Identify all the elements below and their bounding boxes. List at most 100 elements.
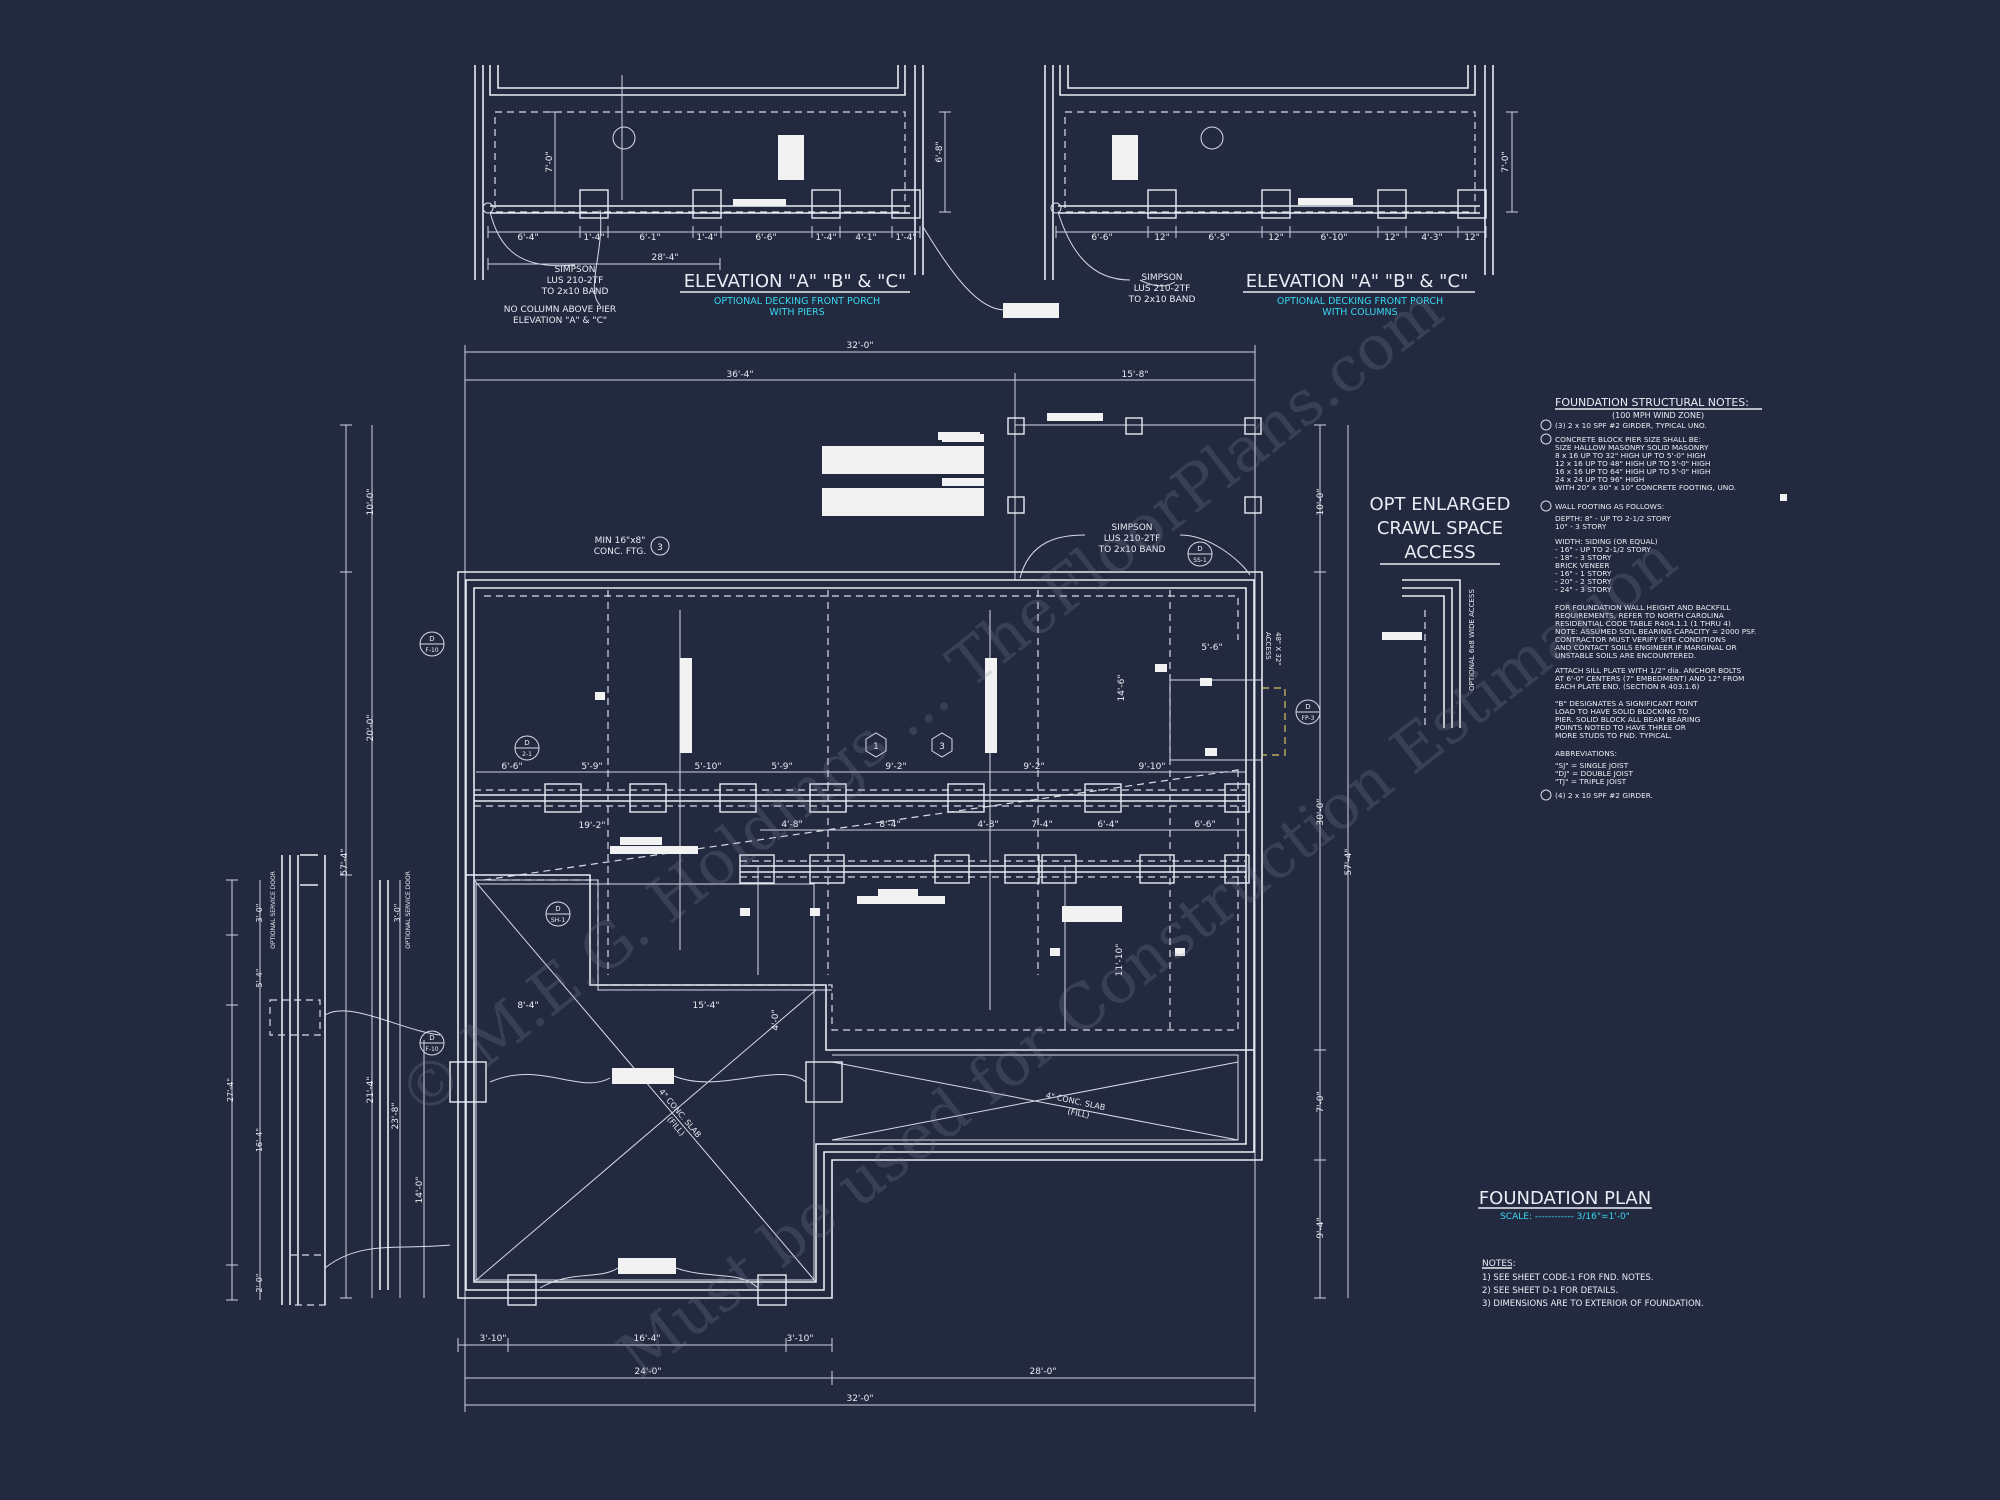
dim-bottom: 3'-10" xyxy=(479,1334,506,1344)
sd-label: OPTIONAL SERVICE DOOR xyxy=(405,871,412,949)
dim-left: 10'-0" xyxy=(366,488,376,515)
dim-right: 7'-0" xyxy=(1316,1091,1326,1112)
elev-left-dim: 1'-4" xyxy=(815,233,836,243)
beam-1-dim: 5'-9" xyxy=(771,762,792,772)
dim-misc: 4'-0" xyxy=(771,1009,781,1030)
tag: D xyxy=(555,905,560,913)
dim-misc: 14'-6" xyxy=(1117,674,1127,701)
note-line: WALL FOOTING AS FOLLOWS: xyxy=(1555,502,1664,511)
note-line: "TJ" = TRIPLE JOIST xyxy=(1555,777,1627,786)
service-door-detail: 3'-0" 5'-4" 27'-4" 16'-4" 2'-0" 3'-0" OP… xyxy=(226,854,451,1306)
note-line: SIZE HALLOW MASONRY SOLID MASONRY xyxy=(1555,443,1709,452)
elev-left-dim: 6'-4" xyxy=(517,233,538,243)
beam-2-dim: 4'-8" xyxy=(781,820,802,830)
note-line: 8 x 16 UP TO 32" HIGH UP TO 5'-0" HIGH xyxy=(1555,451,1706,460)
bottom-notes-title: NOTES: xyxy=(1482,1259,1516,1269)
tag: SH-1 xyxy=(551,917,565,924)
dim-left: 23'-8" xyxy=(391,1102,401,1129)
elev-left-dim: 6'-6" xyxy=(755,233,776,243)
note-line: LOAD TO HAVE SOLID BLOCKING TO xyxy=(1555,707,1688,716)
dim-top-right: 15'-8" xyxy=(1121,370,1148,380)
crawl-title: ACCESS xyxy=(1404,542,1475,563)
footing-label: MIN 16"x8" xyxy=(595,536,646,546)
note-line: MORE STUDS TO FND. TYPICAL. xyxy=(1555,731,1672,740)
simpson-label: LUS 210-2TF xyxy=(1104,534,1161,544)
elev-right-dim: 12" xyxy=(1464,233,1480,243)
note-line: RESIDENTIAL CODE TABLE R404.1.1 (1 THRU … xyxy=(1555,619,1731,628)
dim-bottom: 28'-0" xyxy=(1029,1367,1056,1377)
elev-left-note: ELEVATION "A" & "C" xyxy=(513,316,607,326)
note-line: - 16" - 1 STORY xyxy=(1555,569,1612,578)
elev-left-note: NO COLUMN ABOVE PIER xyxy=(504,305,616,315)
note-line: (3) 2 x 10 SPF #2 GIRDER, TYPICAL UNO. xyxy=(1555,421,1707,430)
simpson-label: SIMPSON xyxy=(1111,523,1152,533)
note-line: AT 6'-0" CENTERS (7" EMBEDMENT) AND 12" … xyxy=(1555,674,1744,683)
elev-left-title: ELEVATION "A" "B" & "C" xyxy=(684,271,907,292)
elev-right-subtitle: OPTIONAL DECKING FRONT PORCH xyxy=(1277,296,1443,307)
crawl-access-size: 48" X 32" xyxy=(1274,632,1282,666)
note-line: WIDTH: SIDING (OR EQUAL) xyxy=(1555,537,1658,546)
elev-right-dim: 6'-6" xyxy=(1091,233,1112,243)
dim-left: 14'-0" xyxy=(415,1176,425,1203)
note-line: - 16" - UP TO 2-1/2 STORY xyxy=(1555,545,1651,554)
sd-dim: 2'-0" xyxy=(255,1274,264,1293)
elev-left-subtitle: OPTIONAL DECKING FRONT PORCH xyxy=(714,296,880,307)
dim-misc: 8'-4" xyxy=(517,1001,538,1011)
elev-right-dim: 6'-5" xyxy=(1208,233,1229,243)
note-line: - 18" - 3 STORY xyxy=(1555,553,1612,562)
dim-top-overall: 32'-0" xyxy=(846,341,873,351)
elev-right-callout: TO 2x10 BAND xyxy=(1128,295,1196,305)
sd-dim: 16'-4" xyxy=(255,1128,264,1152)
tag: D xyxy=(429,635,434,643)
crawl-title: CRAWL SPACE xyxy=(1377,518,1503,539)
tag: 1 xyxy=(873,742,879,752)
note-line: DEPTH: 8" - UP TO 2-1/2 STORY xyxy=(1555,514,1671,523)
beam-1-piers xyxy=(544,783,1250,813)
note-line: - 24" - 3 STORY xyxy=(1555,585,1612,594)
elev-left-total: 28'-4" xyxy=(651,253,678,263)
beam-1-dim: 5'-9" xyxy=(581,762,602,772)
watermark-line-1: © M.E.G. Holdings ... TheFloorPlans.com xyxy=(384,272,1456,1132)
sd-dim: 3'-0" xyxy=(393,904,402,923)
beam-1-dim: 5'-10" xyxy=(694,762,721,772)
foundation-plan: 32'-0" 36'-4" 15'-8" ACCESS 48" X 32" xyxy=(340,341,1354,1412)
elev-left-subtitle-2: WITH PIERS xyxy=(769,307,824,318)
slab-label: (FILL) xyxy=(1067,1107,1091,1120)
elev-right-dim: 12" xyxy=(1384,233,1400,243)
note-line: "DJ" = DOUBLE JOIST xyxy=(1555,769,1634,778)
watermark: © M.E.G. Holdings ... TheFloorPlans.com … xyxy=(384,272,1689,1392)
elev-right-callout: LUS 210-2TF xyxy=(1134,284,1191,294)
sd-dim: 27'-4" xyxy=(226,1078,235,1102)
elev-left-callout: TO 2x10 BAND xyxy=(541,287,609,297)
note-line: ABBREVIATIONS: xyxy=(1555,749,1617,758)
note-line: 12 x 16 UP TO 48" HIGH UP TO 5'-0" HIGH xyxy=(1555,459,1710,468)
note-line: (4) 2 x 10 SPF #2 GIRDER. xyxy=(1555,791,1653,800)
elev-left-dim: 4'-1" xyxy=(855,233,876,243)
tag: F-10 xyxy=(425,1046,438,1053)
note-line: 16 x 16 UP TO 64" HIGH UP TO 5'-0" HIGH xyxy=(1555,467,1710,476)
dim-bottom: 32'-0" xyxy=(846,1394,873,1404)
note-line: "SJ" = SINGLE JOIST xyxy=(1555,761,1629,770)
note-line: 24 x 24 UP TO 96" HIGH xyxy=(1555,475,1644,484)
elev-left-callout: SIMPSON xyxy=(554,265,595,275)
sd-dim: 5'-4" xyxy=(255,969,264,988)
simpson-label: TO 2x10 BAND xyxy=(1098,545,1166,555)
dim-misc: 11'-10" xyxy=(1115,944,1125,977)
beam-1-dim: 9'-10" xyxy=(1138,762,1165,772)
beam-2-dim: 7'-4" xyxy=(1031,820,1052,830)
beam-2-dim: 4'-8" xyxy=(977,820,998,830)
elev-right-dim: 12" xyxy=(1154,233,1170,243)
elev-left-dim: 6'-1" xyxy=(639,233,660,243)
elev-left-callout: LUS 210-2TF xyxy=(547,276,604,286)
dim-misc: 15'-4" xyxy=(692,1001,719,1011)
dim-left: 57'-4" xyxy=(340,848,350,875)
elev-right-dim: 6'-10" xyxy=(1320,233,1347,243)
dim-right: 30'-0" xyxy=(1316,798,1326,825)
plan-title: FOUNDATION PLAN xyxy=(1479,1188,1651,1209)
note-line: UNSTABLE SOILS ARE ENCOUNTERED. xyxy=(1555,651,1696,660)
note-line: "B" DESIGNATES A SIGNIFICANT POINT xyxy=(1555,699,1698,708)
beam-1-dim: 6'-6" xyxy=(501,762,522,772)
dim-bottom: 3'-10" xyxy=(786,1334,813,1344)
detail-tags: D F-10 D 2-1 D SH-1 D F-10 D SS-1 D FP-3… xyxy=(419,536,1321,1056)
bottom-note: 1) SEE SHEET CODE-1 FOR FND. NOTES. xyxy=(1482,1273,1654,1283)
